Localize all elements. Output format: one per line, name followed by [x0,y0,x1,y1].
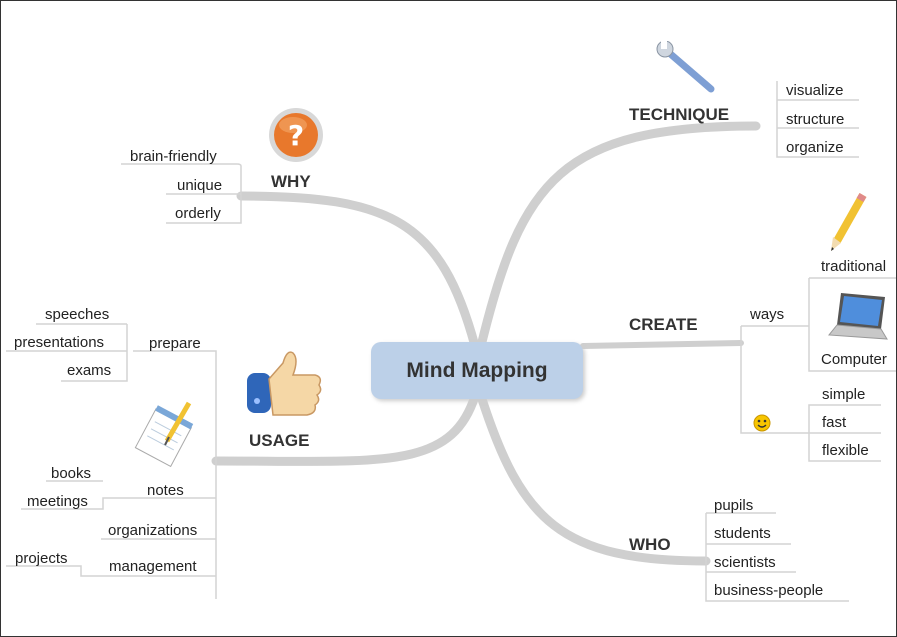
technique-item-structure[interactable]: structure [786,111,845,128]
prepare-item-exams[interactable]: exams [67,362,112,379]
pencil-icon [831,192,867,251]
why-item-brain-friendly[interactable]: brain-friendly [130,148,217,165]
notes-item-meetings[interactable]: meetings [27,493,88,510]
central-topic[interactable]: Mind Mapping [371,342,583,399]
prepare-item-speeches[interactable]: speeches [45,306,110,323]
who-item-pupils[interactable]: pupils [714,497,754,514]
prepare-item-presentations[interactable]: presentations [14,334,105,351]
technique-item-visualize[interactable]: visualize [786,82,844,99]
smiley-item-fast[interactable]: fast [822,414,847,431]
usage-organizations[interactable]: organizations [108,522,198,539]
management-item-projects[interactable]: projects [15,550,68,567]
smiley-icon [753,414,771,432]
svg-text:?: ? [288,119,304,152]
usage-management[interactable]: management [109,558,197,575]
branch-who[interactable]: WHO [629,535,671,554]
thumbs-up-icon [247,351,322,416]
question-icon: ? [269,108,323,162]
laptop-icon [828,293,888,340]
ways-item-traditional[interactable]: traditional [821,258,887,275]
notes-item-books[interactable]: books [51,465,92,482]
branch-why[interactable]: WHY [271,172,311,191]
why-item-unique[interactable]: unique [177,177,223,194]
why-item-orderly[interactable]: orderly [175,205,221,222]
usage-notes[interactable]: notes [147,482,184,499]
who-item-students[interactable]: students [714,525,771,542]
ways-item-computer[interactable]: Computer [821,351,887,368]
who-item-scientists[interactable]: scientists [714,554,776,571]
smiley-item-simple[interactable]: simple [822,386,866,403]
who-item-business-people[interactable]: business-people [714,582,824,599]
notepad-icon [134,401,194,468]
usage-prepare[interactable]: prepare [149,335,201,352]
branch-usage[interactable]: USAGE [249,431,310,450]
smiley-item-flexible[interactable]: flexible [822,442,869,459]
branch-technique[interactable]: TECHNIQUE [629,105,730,124]
branch-create[interactable]: CREATE [629,315,698,334]
technique-item-organize[interactable]: organize [786,139,844,156]
wrench-icon [656,41,715,93]
create-ways[interactable]: ways [750,306,785,323]
